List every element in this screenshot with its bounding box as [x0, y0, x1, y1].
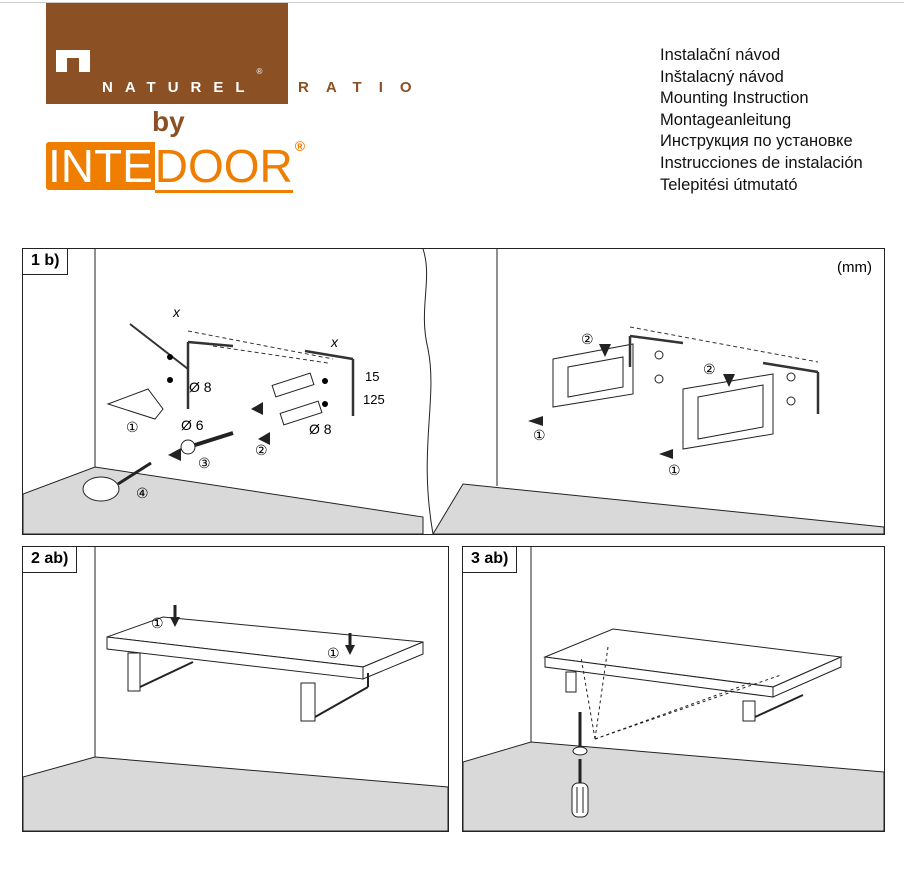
unit-label: (mm) — [837, 259, 872, 276]
logo-reg-2: ® — [294, 138, 306, 154]
dim-x-left: x — [173, 304, 180, 320]
step-1b-panel: 1 b) (mm) x x Ø 8 Ø 6 Ø 8 15 125 ① ② ③ ④… — [22, 248, 885, 535]
bracket-step-1-left: ① — [533, 427, 546, 443]
step-2-marker: ② — [255, 442, 268, 458]
dim-15: 15 — [365, 369, 380, 384]
logo-ratio: RATIO — [298, 79, 429, 96]
logo-naturel-row: NATUREL ® — [102, 67, 263, 97]
step-1-marker-right: ① — [327, 645, 340, 661]
instruction-titles: Instalační návod Inštalacný návod Mounti… — [660, 45, 863, 196]
bracket-step-2-left: ② — [581, 331, 594, 347]
title-ru: Инструкция по установке — [660, 132, 853, 151]
step-2ab-panel: 2 ab) ① ① — [22, 546, 449, 832]
step-label: 1 b) — [23, 249, 69, 275]
logo-inte: INTE — [46, 140, 155, 192]
title-sk: Inštalacný návod — [660, 67, 784, 86]
step-label: 2 ab) — [23, 547, 78, 573]
logo-naturel: NATUREL — [102, 79, 257, 96]
step-1-marker-left: ① — [151, 615, 164, 631]
title-en: Mounting Instruction — [660, 89, 809, 108]
step-1b-illustration — [23, 249, 884, 534]
title-hu: Telepitési útmutató — [660, 175, 798, 194]
step-3ab-illustration — [463, 547, 884, 831]
title-cs: Instalační návod — [660, 46, 781, 64]
step-2ab-illustration — [23, 547, 448, 831]
drill-diameter: Ø 8 — [189, 379, 212, 395]
dowel-diameter: Ø 8 — [309, 421, 332, 437]
step-label: 3 ab) — [463, 547, 518, 573]
top-rule — [0, 2, 904, 3]
logo-door: DOOR — [154, 140, 293, 193]
step-1-marker: ① — [126, 419, 139, 435]
title-es: Instrucciones de instalación — [660, 153, 863, 172]
title-de: Montageanleitung — [660, 110, 792, 129]
logo-mark-icon — [56, 50, 90, 72]
step-4-marker: ④ — [136, 485, 149, 501]
dim-x-right: x — [331, 334, 338, 350]
logo-by: by — [152, 106, 185, 137]
step-3-marker: ③ — [198, 455, 211, 471]
step-3ab-panel: 3 ab) — [462, 546, 885, 832]
bracket-step-2-right: ② — [703, 361, 716, 377]
dim-125: 125 — [363, 392, 385, 407]
screw-diameter: Ø 6 — [181, 417, 204, 433]
naturel-ratio-logo — [46, 3, 288, 104]
bracket-step-1-right: ① — [668, 462, 681, 478]
logo-reg: ® — [256, 67, 263, 76]
